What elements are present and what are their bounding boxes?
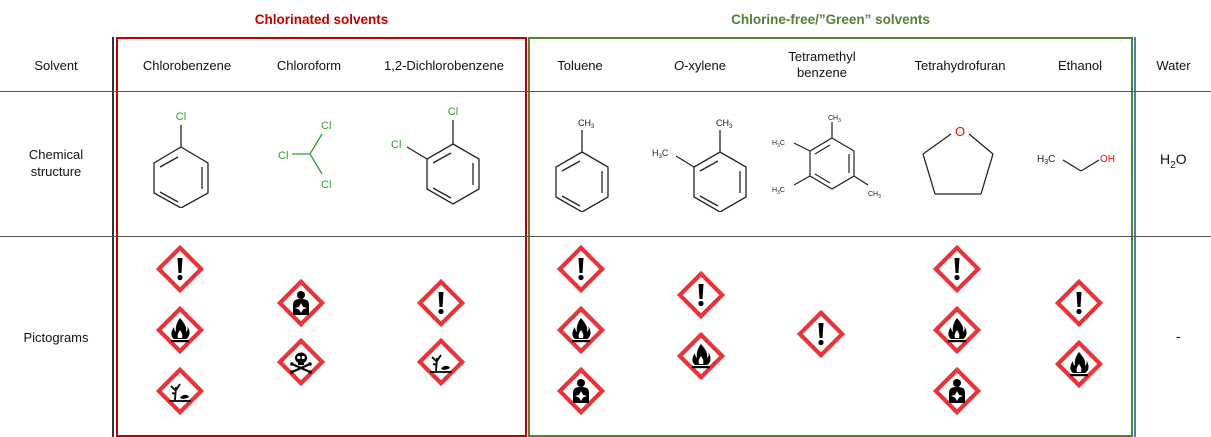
thf-flame-icon bbox=[933, 306, 981, 354]
tmb-ch3-right: CH3 bbox=[868, 191, 881, 200]
water-formula: H2O bbox=[1160, 151, 1187, 171]
ethanol-flame-icon bbox=[1055, 340, 1103, 388]
chloroform-cl-bottom: Cl bbox=[321, 179, 331, 191]
toluene-exclamation-icon bbox=[557, 245, 605, 293]
chloroform-health-hazard-icon bbox=[277, 279, 325, 327]
chloroform-skull-crossbones-icon bbox=[277, 338, 325, 386]
ethanol-exclamation-icon bbox=[1055, 279, 1103, 327]
chlorobenzene-environment-icon bbox=[156, 367, 204, 415]
dichloro-cl-top: Cl bbox=[448, 106, 458, 118]
header-o-xylene: O-xylene bbox=[640, 58, 760, 74]
o-xylene-flame-icon bbox=[677, 332, 725, 380]
green-group-box bbox=[528, 37, 1133, 437]
ethanol-oh-label: OH bbox=[1100, 154, 1115, 165]
tetramethylbenzene-structure: CH3 H3C H3C CH3 bbox=[772, 115, 881, 200]
green-group-title: Chlorine-free/”Green” solvents bbox=[731, 12, 930, 27]
header-chlorobenzene: Chlorobenzene bbox=[142, 58, 232, 73]
tetrahydrofuran-structure: O bbox=[922, 124, 994, 195]
chlorobenzene-cl-label: Cl bbox=[176, 111, 186, 123]
toluene-ch3-label: CH3 bbox=[578, 118, 595, 130]
header-toluene: Toluene bbox=[557, 58, 603, 73]
header-ethanol: Ethanol bbox=[1057, 58, 1103, 73]
toluene-flame-icon bbox=[557, 306, 605, 354]
solvent-column-divider bbox=[112, 37, 114, 437]
dichlorobenzene-environment-icon bbox=[417, 338, 465, 386]
tetramethyl-line2: benzene bbox=[797, 65, 847, 80]
tmb-h3c-left-lower: H3C bbox=[772, 187, 785, 196]
tetramethyl-line1: Tetramethyl bbox=[788, 49, 856, 64]
row-label-pictograms: Pictograms bbox=[23, 330, 89, 345]
thf-oxygen-label: O bbox=[955, 124, 965, 139]
row-label-structure-line2: structure bbox=[30, 164, 82, 179]
dichlorobenzene-structure: Cl Cl bbox=[391, 106, 480, 205]
toluene-health-hazard-icon bbox=[557, 367, 605, 415]
structure-divider bbox=[0, 236, 1211, 237]
tmb-ch3-top: CH3 bbox=[828, 115, 841, 124]
ethanol-h3c-label: H3C bbox=[1037, 154, 1055, 166]
chlorobenzene-exclamation-icon bbox=[156, 245, 204, 293]
header-dichlorobenzene: 1,2-Dichlorobenzene bbox=[384, 58, 504, 73]
dichloro-cl-left: Cl bbox=[391, 139, 401, 151]
xylene-ch3-label: CH3 bbox=[716, 118, 733, 130]
tetramethylbenzene-exclamation-icon bbox=[797, 310, 845, 358]
thf-exclamation-icon bbox=[933, 245, 981, 293]
tmb-h3c-left-upper: H3C bbox=[772, 140, 785, 149]
chlorobenzene-structure: Cl bbox=[153, 111, 209, 208]
thf-health-hazard-icon bbox=[933, 367, 981, 415]
chlorobenzene-flame-icon bbox=[156, 306, 204, 354]
toluene-structure: CH3 bbox=[555, 118, 609, 212]
row-label-solvent: Solvent bbox=[34, 58, 78, 73]
chloroform-cl-top: Cl bbox=[321, 120, 331, 132]
o-xylene-exclamation-icon bbox=[677, 271, 725, 319]
header-chloroform: Chloroform bbox=[276, 58, 342, 73]
header-water: Water bbox=[1156, 58, 1191, 73]
xylene-h3c-label: H3C bbox=[652, 148, 669, 160]
dichlorobenzene-exclamation-icon bbox=[417, 279, 465, 327]
row-label-structure-line1: Chemical bbox=[28, 147, 84, 162]
row-label-chemical-structure: Chemical structure bbox=[0, 146, 112, 180]
o-xylene-suffix: -xylene bbox=[684, 58, 727, 73]
header-divider bbox=[0, 91, 1211, 92]
o-xylene-prefix: O bbox=[673, 58, 685, 73]
water-column-border bbox=[1134, 37, 1136, 437]
chloroform-cl-left: Cl bbox=[278, 150, 288, 162]
o-xylene-structure: CH3 H3C bbox=[652, 118, 747, 212]
header-tetrahydrofuran: Tetrahydrofuran bbox=[914, 58, 1006, 73]
chlorinated-group-title: Chlorinated solvents bbox=[254, 12, 389, 27]
chloroform-structure: Cl Cl Cl bbox=[278, 120, 331, 191]
header-tetramethylbenzene: Tetramethyl benzene bbox=[762, 49, 882, 81]
water-no-pictogram: - bbox=[1176, 328, 1181, 344]
ethanol-structure: H3C OH bbox=[1037, 154, 1115, 172]
